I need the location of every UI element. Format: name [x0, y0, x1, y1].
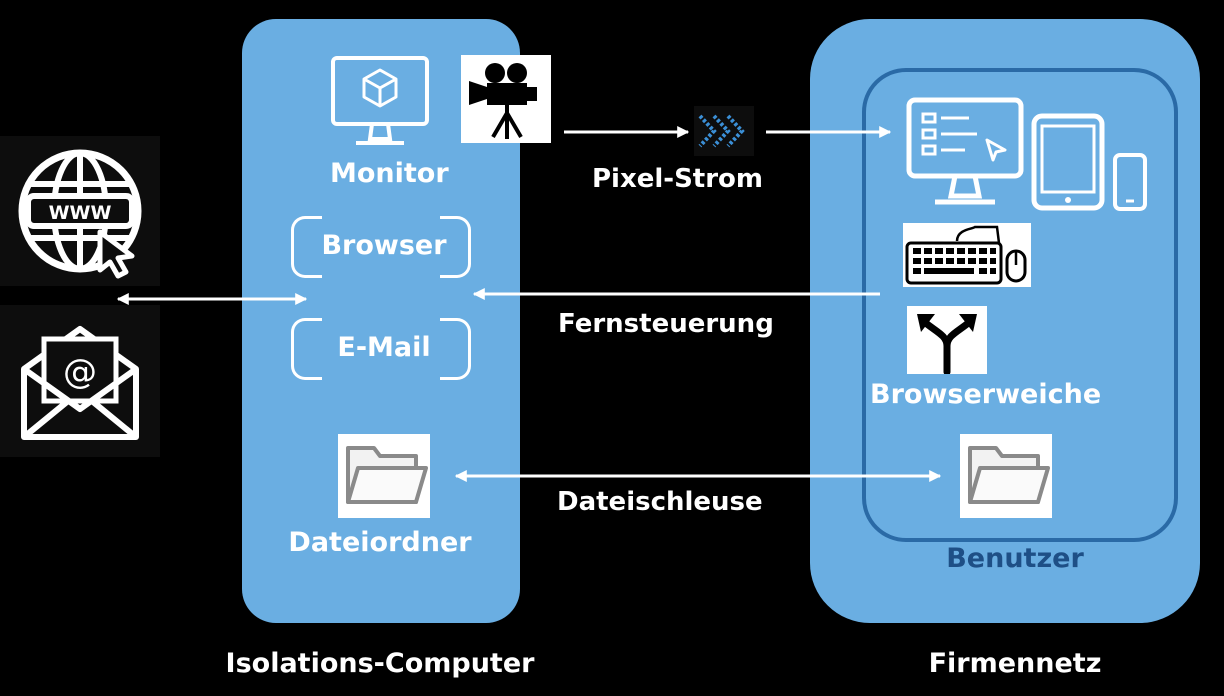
- email-label: E-Mail: [337, 332, 431, 363]
- envelope-icon: @: [21, 326, 139, 440]
- fork-arrows-icon: [917, 314, 977, 374]
- user-folder-tile: [960, 434, 1052, 518]
- file-gate-label: Dateischleuse: [557, 487, 763, 517]
- www-text: WWW: [49, 202, 112, 224]
- user-area: [862, 68, 1178, 542]
- pixel-stream-label: Pixel-Strom: [592, 164, 764, 194]
- pixel-chevron-tile: [694, 106, 754, 156]
- email-box: E-Mail: [291, 318, 471, 380]
- email-tile: @: [0, 305, 160, 457]
- www-globe-icon: WWW: [18, 149, 142, 279]
- folder-label: Dateiordner: [288, 527, 472, 558]
- pixel-chevrons-icon: [698, 114, 745, 148]
- monitor-label: Monitor: [330, 158, 449, 189]
- isolation-computer-caption: Isolations-Computer: [225, 648, 535, 679]
- keyboard-mouse-icon: [905, 225, 1027, 285]
- www-tile: WWW: [0, 136, 160, 286]
- folder-icon: [346, 446, 428, 504]
- video-camera-tile: [461, 55, 551, 143]
- browser-box: Browser: [291, 216, 471, 278]
- tablet-icon: [1031, 113, 1105, 211]
- user-folder-icon: [968, 446, 1050, 504]
- browser-switch-label: Browserweiche: [870, 379, 1102, 410]
- remote-control-label: Fernsteuerung: [558, 309, 774, 339]
- video-camera-icon: [469, 63, 537, 139]
- browser-switch-tile: [907, 306, 987, 374]
- company-network-caption: Firmennetz: [928, 648, 1102, 679]
- smartphone-icon: [1113, 153, 1147, 211]
- desktop-computer-icon: [906, 97, 1024, 205]
- keyboard-mouse-tile: [903, 223, 1031, 287]
- isolation-folder-tile: [338, 434, 430, 518]
- svg-text:@: @: [63, 352, 97, 392]
- monitor-icon: [331, 56, 429, 145]
- browser-label: Browser: [321, 230, 447, 261]
- user-label: Benutzer: [946, 543, 1084, 574]
